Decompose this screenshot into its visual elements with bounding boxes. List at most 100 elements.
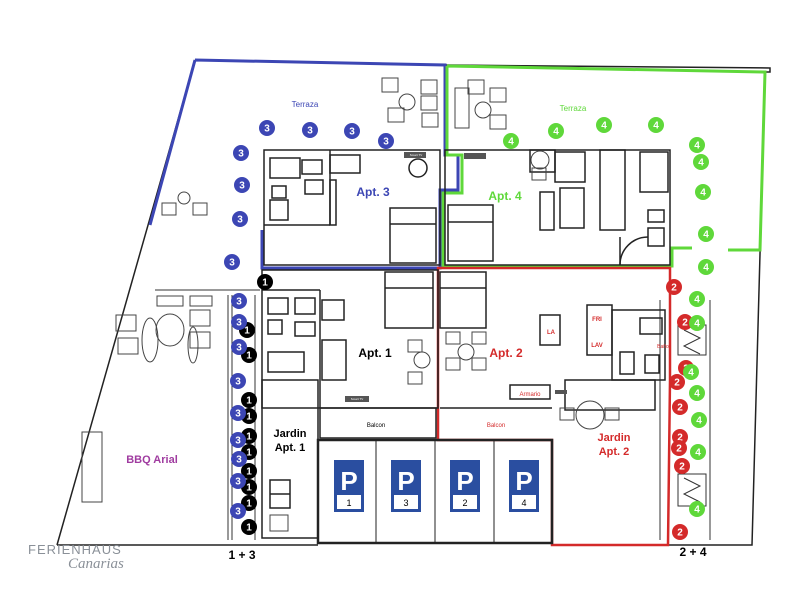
balcon2-label: Balcon xyxy=(487,423,505,429)
apt4-label: Apt. 4 xyxy=(488,189,522,203)
apt2-path-marker xyxy=(672,524,688,540)
parking-symbol: P xyxy=(397,466,414,496)
apt2-path-marker-number: 2 xyxy=(676,444,682,455)
apt3-path-marker-number: 3 xyxy=(239,181,245,192)
apt1-path-marker-number: 1 xyxy=(246,523,252,534)
apt4-path-marker-number: 4 xyxy=(694,295,700,306)
apt3-path-marker xyxy=(378,133,394,149)
apt1-path-marker xyxy=(241,495,257,511)
apt2-path-marker-number: 2 xyxy=(671,283,677,294)
apt4-path-marker-number: 4 xyxy=(700,188,706,199)
apt4-path-marker-number: 4 xyxy=(694,389,700,400)
apt3-path-marker xyxy=(231,293,247,309)
apt3-path-marker xyxy=(224,254,240,270)
apt3-path-marker xyxy=(231,339,247,355)
apt2-path-marker xyxy=(669,374,685,390)
apt1-path-marker-number: 1 xyxy=(244,326,250,337)
apt1-path-marker-number: 1 xyxy=(246,483,252,494)
apt3-path-marker-number: 3 xyxy=(235,409,241,420)
apt4-path-marker xyxy=(503,133,519,149)
parking-number: 2 xyxy=(462,498,467,508)
parking-symbol: P xyxy=(340,466,357,496)
apt1-path-marker xyxy=(241,463,257,479)
apt3-path-marker xyxy=(230,503,246,519)
armario-label: Armario xyxy=(519,392,541,398)
entrance-left-label: 1 + 3 xyxy=(228,548,255,562)
apt4-path-marker xyxy=(548,123,564,139)
apt3-path-marker xyxy=(231,451,247,467)
apt3-path-marker xyxy=(302,122,318,138)
fri-label: FRI xyxy=(592,317,602,323)
apt2-path-marker-number: 2 xyxy=(679,462,685,473)
apt2-garden-label-line2: Apt. 2 xyxy=(599,446,630,458)
apt4-path-marker-number: 4 xyxy=(703,230,709,241)
apt1-path-marker-number: 1 xyxy=(246,412,252,423)
apt3-path-marker xyxy=(231,314,247,330)
apt4-path-marker-number: 4 xyxy=(601,121,607,132)
apt1-path-marker-number: 1 xyxy=(246,396,252,407)
apt3-path-marker-number: 3 xyxy=(235,477,241,488)
bano-label: Baño xyxy=(657,344,669,350)
apt2-path-marker xyxy=(671,440,687,456)
apt2-path-marker-number: 2 xyxy=(677,403,683,414)
apt1-interior xyxy=(261,269,439,539)
apt1-label: Apt. 1 xyxy=(358,346,392,360)
apt4-path-marker xyxy=(689,385,705,401)
apt2-garden-label-line1: Jardin xyxy=(597,432,630,444)
parking-structure xyxy=(316,438,554,545)
apt2-label: Apt. 2 xyxy=(489,346,523,360)
bbq-label: BBQ Arial xyxy=(126,454,178,466)
apt4-path-marker-number: 4 xyxy=(696,416,702,427)
apt4-path-marker xyxy=(596,117,612,133)
logo: FERIENHAUS Canarias xyxy=(22,542,152,590)
apt2-interior xyxy=(439,271,666,411)
apt4-path-marker xyxy=(689,291,705,307)
logo-line1: FERIENHAUS xyxy=(28,542,122,557)
apt3-path-marker-number: 3 xyxy=(235,436,241,447)
apt3-path-marker-number: 3 xyxy=(235,377,241,388)
parking-spot-1: P 1 xyxy=(334,460,364,512)
apt3-path-marker xyxy=(230,405,246,421)
apt1-path-marker xyxy=(241,519,257,535)
apt4-path-marker xyxy=(683,364,699,380)
apt4-path-marker-number: 4 xyxy=(694,505,700,516)
apt2-path-marker-number: 2 xyxy=(682,318,688,329)
lav-label: LAV xyxy=(591,343,603,349)
apt1-path-marker-number: 1 xyxy=(246,467,252,478)
apt4-path-marker xyxy=(690,444,706,460)
path-markers: 1111111111122222222233333333333333333444… xyxy=(224,117,714,540)
apt3-label: Apt. 3 xyxy=(356,185,390,199)
apt1-path-marker-number: 1 xyxy=(246,499,252,510)
apt4-terrace-label: Terraza xyxy=(560,104,587,113)
apt4-path-marker-number: 4 xyxy=(695,448,701,459)
apt1-path-marker-number: 1 xyxy=(246,432,252,443)
apt2-path-marker-number: 2 xyxy=(677,433,683,444)
apt4-path-marker xyxy=(698,226,714,242)
apt2-path-marker-number: 2 xyxy=(677,528,683,539)
apt2-path-marker xyxy=(672,399,688,415)
parking-number: 3 xyxy=(403,498,408,508)
apt4-path-marker-number: 4 xyxy=(703,263,709,274)
apt1-path-marker xyxy=(257,274,273,290)
apt4-path-marker xyxy=(648,117,664,133)
apt3-path-marker xyxy=(232,211,248,227)
apt3-path-marker-number: 3 xyxy=(236,297,242,308)
terrace-furniture xyxy=(81,77,620,532)
apt4-path-marker-number: 4 xyxy=(694,319,700,330)
apt3-path-marker xyxy=(344,123,360,139)
logo-line2: Canarias xyxy=(68,556,124,572)
apt4-terrace-outline xyxy=(441,64,767,268)
apt4-path-marker xyxy=(689,315,705,331)
apt3-path-marker-number: 3 xyxy=(307,126,313,137)
apt4-path-marker xyxy=(693,154,709,170)
apt3-path-marker xyxy=(230,473,246,489)
apt2-path-marker xyxy=(674,458,690,474)
parking-spot-4: P 4 xyxy=(509,460,539,512)
parking-symbol: P xyxy=(456,466,473,496)
apt3-path-marker xyxy=(234,177,250,193)
apt1-garden-label-line2: Apt. 1 xyxy=(275,442,306,454)
apt4-path-marker xyxy=(695,184,711,200)
apt3-path-marker-number: 3 xyxy=(236,343,242,354)
apt4-path-marker-number: 4 xyxy=(688,368,694,379)
apt3-path-marker-number: 3 xyxy=(238,149,244,160)
